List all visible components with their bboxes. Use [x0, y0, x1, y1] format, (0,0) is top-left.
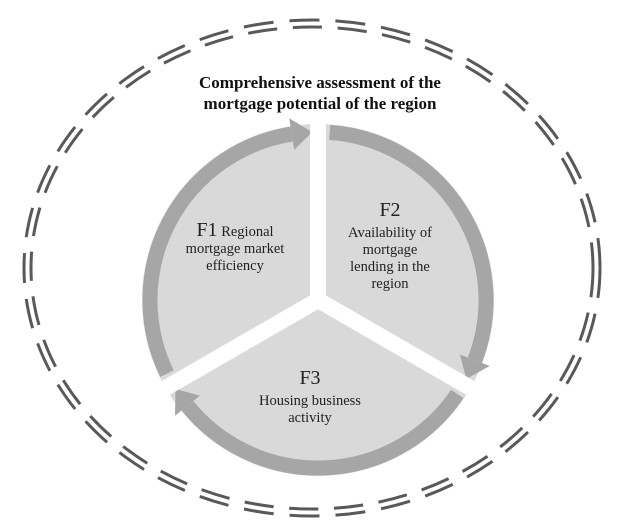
f1-line: efficiency [206, 258, 264, 274]
f2-line: region [371, 276, 409, 292]
f2-line: mortgage [362, 242, 418, 258]
factor-f3-code: F3 [299, 367, 321, 389]
sector-gap [313, 293, 492, 405]
f2-line: lending in the [350, 259, 430, 275]
factor-f3-label: F3 Housing business activity [230, 367, 390, 427]
title-line-2: mortgage potential of the region [203, 94, 437, 113]
f1-line: mortgage market [185, 241, 285, 257]
arrowhead-f3 [175, 389, 200, 416]
diagram-title: Comprehensive assessment of the mortgage… [150, 72, 490, 114]
factor-f2-label: F2 Availability of mortgage lending in t… [325, 199, 455, 293]
factor-f1-code: F1 [196, 219, 218, 241]
f3-line: Housing business [259, 393, 361, 409]
arrow-arc-f2 [329, 124, 494, 363]
factor-f1-label: F1 Regional mortgage market efficiency [160, 219, 310, 275]
arrowhead-f2 [459, 354, 490, 379]
sector-gap [144, 293, 322, 405]
outer-dashed-ring-inner [29, 25, 595, 511]
outer-dashed-ring [22, 18, 602, 518]
arrow-arc-f1 [142, 126, 293, 377]
factor-f2-code: F2 [379, 199, 401, 221]
f1-line: Regional [221, 224, 274, 240]
arrow-arc-f3 [181, 389, 464, 476]
arrowhead-f1 [289, 118, 313, 150]
f3-line: activity [288, 410, 332, 426]
title-line-1: Comprehensive assessment of the [199, 73, 441, 92]
f2-line: Availability of [348, 225, 432, 241]
